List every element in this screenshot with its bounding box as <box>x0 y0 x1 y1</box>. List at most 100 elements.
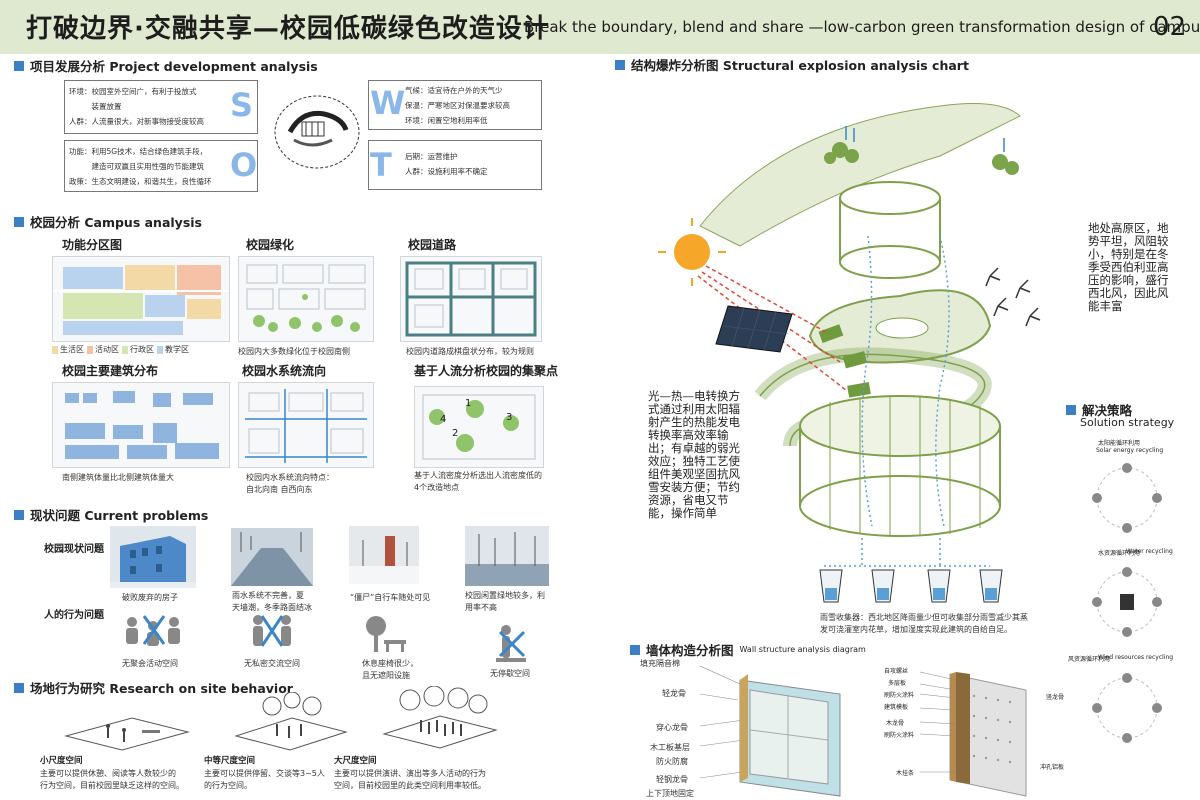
campus-problems-label: 校园现状问题 <box>44 544 104 555</box>
section-site-behavior: 场地行为研究 Research on site behavior <box>14 678 293 697</box>
large-space-text: 主要可以提供演讲、演出等多人活动的行为 <box>334 769 486 778</box>
perforated-wall-illustration <box>919 671 1027 797</box>
function-zone-legend: 生活区 活动区 行政区 教学区 <box>52 344 189 356</box>
bench-tree-icon <box>366 616 406 652</box>
rain-collector-caption: 发可浇灌室内花草，增加湿度实现此建筑的自给自足。 <box>820 625 1012 634</box>
swot-w-box: 气候：适宜待在户外的天气少 保温：严寒地区对保温要求较高 环境：闲置空地利用率低 <box>368 80 542 130</box>
section-solution-strategy: 解决策略 <box>1066 400 1132 419</box>
water-map <box>238 382 374 468</box>
photo-idle-greenland <box>465 526 549 586</box>
rain-collector-caption: 雨雪收集器：西北地区降雨量少但可收集部分雨雪减少其蒸 <box>820 613 1028 622</box>
small-space-title: 小尺度空间 <box>40 756 83 766</box>
section-marker-icon <box>14 682 24 693</box>
swot-s-line: 人群：人流量很大，对新事物接受度较高 <box>69 117 204 126</box>
photo-caption-line: 天墙潮，冬季路面结冰 <box>232 603 312 612</box>
no-private-space-icon <box>253 615 291 647</box>
section-wall-structure: 墙体构造分析图 Wall structure analysis diagram <box>630 640 866 659</box>
gathering-caption-line: 4个改造地点 <box>414 483 460 492</box>
header-bar <box>0 0 1200 54</box>
legend-swatch <box>122 346 128 354</box>
behavior-caption-line: 休息座椅很少， <box>362 659 418 668</box>
wind-cycle-diagram <box>1092 673 1162 743</box>
swot-s-box: 环境：校园室外空间广，有利于投放式 装置放置 人群：人流量很大，对新事物接受度较… <box>64 80 258 134</box>
wall-section-illustration <box>700 665 841 797</box>
behavior-caption: 无聚会活动空间 <box>122 659 178 668</box>
wind-cycle-title-cn: 风资源循环利用 <box>1068 656 1111 663</box>
swot-s-letter: S <box>230 86 254 124</box>
behavior-caption: 无停歇空间 <box>490 669 530 678</box>
wall-label: 木龙骨 <box>886 720 905 727</box>
section-marker-icon <box>14 216 24 227</box>
water-cycle-title-cn: 水资源循环利用 <box>1098 550 1141 557</box>
photo-caption: 破败废弃的房子 <box>122 593 178 602</box>
swot-o-letter: O <box>230 146 258 184</box>
large-space-title: 大尺度空间 <box>334 756 377 766</box>
legend-swatch <box>157 346 163 354</box>
section-structural-explosion: 结构爆炸分析图 Structural explosion analysis ch… <box>615 55 969 74</box>
buildings-map <box>52 382 230 468</box>
photo-icy-road <box>231 528 313 586</box>
swot-w-line: 气候：适宜待在户外的天气少 <box>405 86 503 95</box>
wall-side-label: 竖龙骨 <box>1046 694 1065 701</box>
section-structural-explosion-title: 结构爆炸分析图 Structural explosion analysis ch… <box>631 58 969 73</box>
section-current-problems: 现状问题 Current problems <box>14 505 208 524</box>
photo-bicycles <box>349 526 419 584</box>
small-space-text: 行为空间，目前校园里缺乏这样的空间。 <box>40 781 184 790</box>
buildings-title: 校园主要建筑分布 <box>62 364 159 378</box>
small-space-illustration <box>64 717 190 751</box>
page-number: 02 <box>1153 12 1187 42</box>
wall-label: 填充隔音棉 <box>640 659 680 668</box>
swot-o-line: 建造可双赢且实用性强的节能建筑 <box>69 162 204 171</box>
buildings-caption: 南侧建筑体量比北侧建筑体量大 <box>62 473 174 482</box>
swot-center-illustration <box>274 95 360 169</box>
medium-space-text: 的行为空间。 <box>204 781 252 790</box>
section-marker-icon <box>14 509 24 520</box>
behavior-caption-line: 且无遮阳设施 <box>362 671 410 680</box>
section-current-problems-title: 现状问题 Current problems <box>30 508 209 523</box>
solar-cycle-diagram <box>1092 463 1162 533</box>
wall-label: 刷防火涂料 <box>884 732 915 739</box>
wind-cycle-title-en: Wind resources recycling <box>1098 654 1174 661</box>
legend-label: 教学区 <box>165 345 189 354</box>
legend-label: 行政区 <box>130 345 154 354</box>
roads-title: 校园道路 <box>408 238 457 252</box>
photo-caption-line: 用率不高 <box>465 603 497 612</box>
wall-label: 轻钢龙骨 <box>656 775 688 784</box>
water-title: 校园水系统流向 <box>242 364 327 378</box>
gathering-point-label: 3 <box>506 412 513 423</box>
page-title-cn: 打破边界·交融共享—校园低碳绿色改造设计 <box>26 14 550 44</box>
section-project-analysis-title: 项目发展分析 Project development analysis <box>30 59 318 74</box>
greening-title: 校园绿化 <box>246 238 295 252</box>
page-title-en: Break the boundary, blend and share —low… <box>524 18 1200 36</box>
swot-t-box: 后期：运营维护 人群：设施利用率不确定 <box>368 140 542 190</box>
wall-structure-title-en: Wall structure analysis diagram <box>739 645 866 654</box>
wall-label: 建筑模板 <box>884 704 909 711</box>
function-zone-title: 功能分区图 <box>62 238 123 252</box>
wall-label: 多层板 <box>888 680 907 687</box>
wall-label: 木挂条 <box>896 770 915 777</box>
greening-caption: 校园内大多数绿化位于校园南侧 <box>238 347 350 356</box>
wall-label: 上下顶地固定 <box>646 789 694 798</box>
gathering-point-label: 2 <box>452 428 459 439</box>
wall-label: 刷防火涂料 <box>884 692 915 699</box>
photo-caption-line: 雨水系统不完善，夏 <box>232 591 304 600</box>
swot-w-letter: W <box>370 84 406 122</box>
legend-item: 活动区 <box>87 344 119 356</box>
legend-label: 活动区 <box>95 345 119 354</box>
section-campus-analysis: 校园分析 Campus analysis <box>14 212 202 231</box>
solar-cycle-title-en: Solar energy recycling <box>1096 447 1164 454</box>
greening-map <box>238 256 374 342</box>
water-caption-line: 自北向南 自西向东 <box>246 485 313 494</box>
swot-t-line: 人群：设施利用率不确定 <box>405 167 488 176</box>
legend-label: 生活区 <box>60 345 84 354</box>
behavior-problems-label: 人的行为问题 <box>44 610 104 621</box>
no-gathering-space-icon <box>126 615 180 646</box>
swot-o-line: 功能：利用5G技术，结合绿色建筑手段， <box>69 147 208 156</box>
legend-item: 教学区 <box>157 344 189 356</box>
swot-s-line: 环境：校园室外空间广，有利于投放式 <box>69 87 197 96</box>
solar-conversion-text: 光—热—电转换方式通过利用太阳辐射产生的热能发电转换率高效率输出；有卓越的弱光效… <box>648 389 740 520</box>
wall-structure-title-cn: 墙体构造分析图 <box>646 643 734 658</box>
swot-w-line: 保温：严寒地区对保温要求较高 <box>405 101 510 110</box>
swot-o-box: 功能：利用5G技术，结合绿色建筑手段， 建造可双赢且实用性强的节能建筑 政策：生… <box>64 140 258 192</box>
photo-caption-line: 校园闲置绿地较多，利 <box>465 591 545 600</box>
